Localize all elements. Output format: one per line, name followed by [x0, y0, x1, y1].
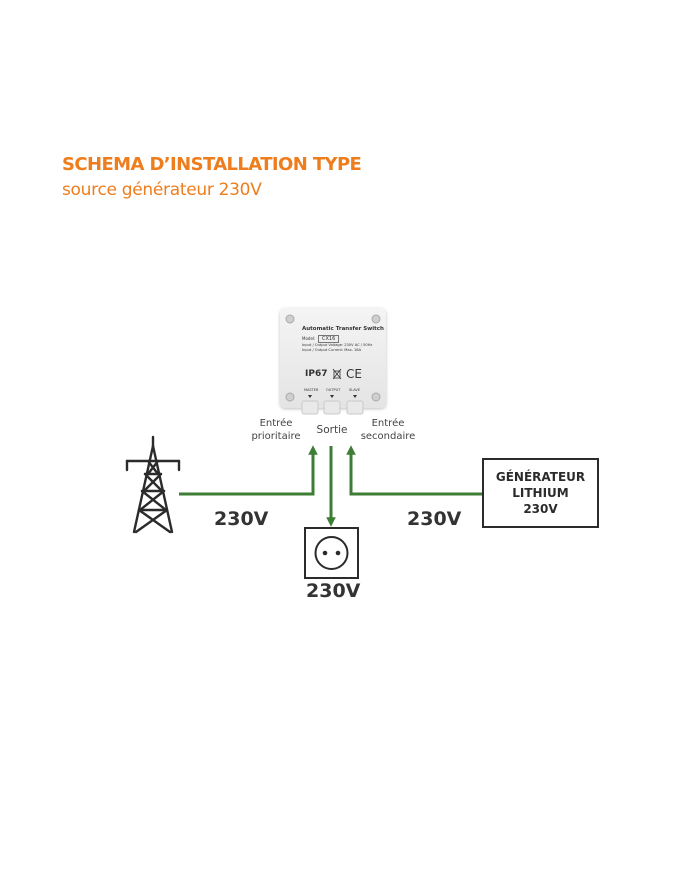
page-title: SCHEMA D’INSTALLATION TYPE: [62, 154, 362, 175]
label-entree-prioritaire: Entrée prioritaire: [251, 418, 301, 442]
port-slave-label: SLAVE: [349, 388, 361, 392]
device-spec-current: Input / Output Current: Max. 16A: [302, 348, 362, 352]
generator-line-2: LITHIUM: [512, 486, 569, 500]
port-output-label: OUTPUT: [326, 388, 341, 392]
grid-wire: [179, 445, 318, 496]
grid-voltage: 230V: [214, 508, 269, 530]
cable-glands: [301, 395, 364, 415]
device-model-label: Model:: [302, 336, 316, 341]
device-screws: [285, 314, 381, 402]
generator-line-1: GÉNÉRATEUR: [495, 470, 586, 484]
outlet-voltage: 230V: [306, 580, 361, 602]
ip-rating: IP67: [305, 369, 328, 379]
generator-box: GÉNÉRATEUR LITHIUM 230V: [482, 458, 599, 528]
device-spec-voltage: Input / Output Voltage: 230V AC / 50Hz: [302, 343, 373, 347]
transfer-switch-device: Automatic Transfer Switch Model: CX16 In…: [280, 308, 386, 415]
page-subtitle: source générateur 230V: [62, 180, 262, 200]
crossed-bin-icon: [332, 368, 342, 380]
power-outlet-icon: [304, 527, 359, 579]
generator-wire: [346, 445, 482, 496]
pylon-icon: [125, 435, 181, 534]
device-name: Automatic Transfer Switch: [302, 326, 384, 332]
label-sortie: Sortie: [316, 424, 348, 436]
ce-mark: CE: [346, 367, 362, 381]
generator-line-3: 230V: [523, 502, 558, 516]
label-entree-secondaire: Entrée secondaire: [360, 418, 416, 442]
device-model: CX16: [318, 335, 340, 343]
generator-voltage: 230V: [407, 508, 462, 530]
port-master-label: MASTER: [304, 388, 319, 392]
